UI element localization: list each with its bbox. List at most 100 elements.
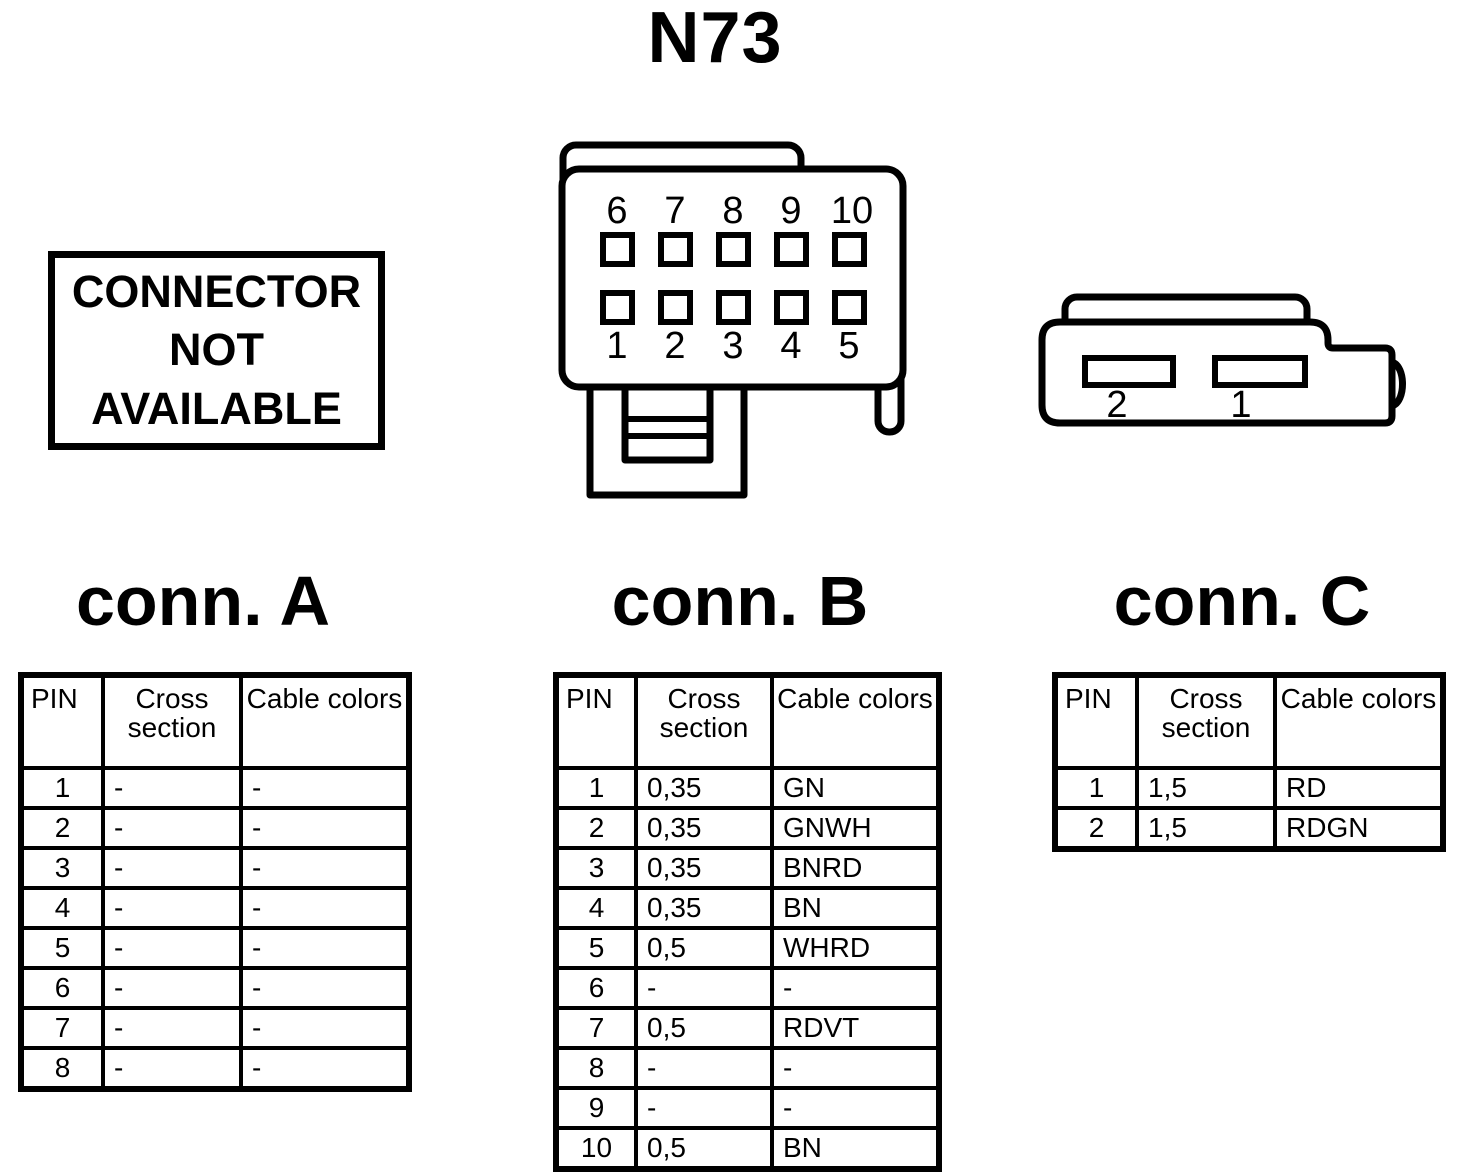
- cable-colors-cell: -: [770, 1086, 941, 1130]
- cable-colors-header: Cable colors: [239, 673, 411, 770]
- table-row: 6 - -: [19, 966, 411, 1010]
- header-row: PIN Cross section Cable colors: [1053, 673, 1445, 770]
- conn-c-pin-table: PIN Cross section Cable colors 1 1,5 RD …: [1052, 672, 1446, 852]
- pin-cell: 4: [554, 886, 638, 930]
- pin-number-label: 10: [831, 190, 873, 232]
- cross-section-header: Cross section: [101, 673, 243, 770]
- pin-number-label: 4: [780, 325, 801, 367]
- table-row: 5 - -: [19, 926, 411, 970]
- cross-section-cell: -: [634, 1046, 774, 1090]
- pin-cell: 2: [19, 806, 105, 850]
- cross-section-cell: 0,5: [634, 926, 774, 970]
- pin-slot-7: [658, 232, 693, 267]
- pin-header: PIN: [1053, 673, 1139, 770]
- pin-slot-1: [600, 290, 635, 325]
- cross-section-header: Cross section: [634, 673, 774, 770]
- page-title: N73: [647, 0, 783, 78]
- notice-line: NOT: [169, 324, 264, 376]
- cross-section-cell: -: [101, 886, 243, 930]
- cross-section-cell: 0,35: [634, 886, 774, 930]
- cable-colors-cell: GNWH: [770, 806, 941, 850]
- cross-section-cell: -: [634, 966, 774, 1010]
- pin-number-label: 7: [664, 190, 685, 232]
- conn-c-title: conn. C: [1113, 562, 1371, 640]
- pin-number-label: 2: [664, 325, 685, 367]
- cable-colors-cell: -: [239, 1046, 411, 1091]
- table-row: 6 - -: [554, 966, 941, 1010]
- cable-colors-cell: BNRD: [770, 846, 941, 890]
- pin-cell: 3: [554, 846, 638, 890]
- cable-colors-cell: -: [239, 806, 411, 850]
- pin-cell: 3: [19, 846, 105, 890]
- pin-cell: 5: [554, 926, 638, 970]
- pin-slot-3: [716, 290, 751, 325]
- notice-line: AVAILABLE: [91, 382, 342, 434]
- cable-colors-cell: -: [770, 966, 941, 1010]
- pin-slot-1: [1212, 355, 1308, 388]
- cross-section-cell: -: [101, 1006, 243, 1050]
- connector-not-available-box: CONNECTOR NOT AVAILABLE: [48, 251, 385, 450]
- cable-colors-cell: RDVT: [770, 1006, 941, 1050]
- pin-slots-top-row: [600, 232, 867, 267]
- table-row: 3 0,35 BNRD: [554, 846, 941, 890]
- table-row: 1 0,35 GN: [554, 766, 941, 810]
- cable-colors-cell: -: [239, 846, 411, 890]
- table-row: 1 1,5 RD: [1053, 766, 1445, 810]
- pin-cell: 1: [1053, 766, 1139, 810]
- table-row: 2 0,35 GNWH: [554, 806, 941, 850]
- connector-c-diagram: 2 1: [1038, 293, 1406, 427]
- pin-number-label: 2: [1106, 384, 1127, 426]
- pin-number-label: 8: [722, 190, 743, 232]
- header-row: PIN Cross section Cable colors: [554, 673, 941, 770]
- cable-colors-header: Cable colors: [770, 673, 941, 770]
- connector-b-body: [558, 165, 907, 391]
- cable-colors-cell: -: [239, 966, 411, 1010]
- table-row: 7 0,5 RDVT: [554, 1006, 941, 1050]
- pin-slot-2: [1082, 355, 1176, 388]
- pin-cell: 6: [554, 966, 638, 1010]
- table-row: 2 - -: [19, 806, 411, 850]
- pin-cell: 4: [19, 886, 105, 930]
- table-row: 2 1,5 RDGN: [1053, 806, 1445, 851]
- pin-number-label: 3: [722, 325, 743, 367]
- table-row: 4 - -: [19, 886, 411, 930]
- cross-section-header: Cross section: [1135, 673, 1277, 770]
- cross-section-cell: -: [101, 1046, 243, 1091]
- cable-colors-cell: -: [239, 766, 411, 810]
- cross-section-cell: -: [101, 806, 243, 850]
- pin-number-label: 1: [1230, 384, 1251, 426]
- pin-number-label: 5: [838, 325, 859, 367]
- cross-section-cell: 0,35: [634, 846, 774, 890]
- cross-section-cell: -: [101, 766, 243, 810]
- pin-number-label: 1: [606, 325, 627, 367]
- cross-section-cell: -: [634, 1086, 774, 1130]
- table-row: 8 - -: [19, 1046, 411, 1091]
- table-row: 5 0,5 WHRD: [554, 926, 941, 970]
- cable-colors-cell: -: [239, 1006, 411, 1050]
- pin-cell: 1: [554, 766, 638, 810]
- cross-section-cell: -: [101, 846, 243, 890]
- cable-colors-header: Cable colors: [1273, 673, 1445, 770]
- pin-cell: 5: [19, 926, 105, 970]
- pin-cell: 8: [19, 1046, 105, 1091]
- pin-slots-bottom-row: [600, 290, 867, 325]
- table-row: 8 - -: [554, 1046, 941, 1090]
- pin-cell: 7: [19, 1006, 105, 1050]
- conn-b-title: conn. B: [611, 562, 869, 640]
- conn-b-pin-table: PIN Cross section Cable colors 1 0,35 GN…: [553, 672, 942, 1172]
- pin-slot-4: [774, 290, 809, 325]
- pin-slot-5: [832, 290, 867, 325]
- table-row: 4 0,35 BN: [554, 886, 941, 930]
- cable-colors-cell: RD: [1273, 766, 1445, 810]
- pin-header: PIN: [554, 673, 638, 770]
- cable-colors-cell: WHRD: [770, 926, 941, 970]
- cross-section-cell: -: [101, 966, 243, 1010]
- header-row: PIN Cross section Cable colors: [19, 673, 411, 770]
- table-row: 3 - -: [19, 846, 411, 890]
- table-row: 7 - -: [19, 1006, 411, 1050]
- pin-cell: 2: [1053, 806, 1139, 851]
- cross-section-cell: 0,5: [634, 1006, 774, 1050]
- cable-colors-cell: -: [239, 926, 411, 970]
- table-row: 9 - -: [554, 1086, 941, 1130]
